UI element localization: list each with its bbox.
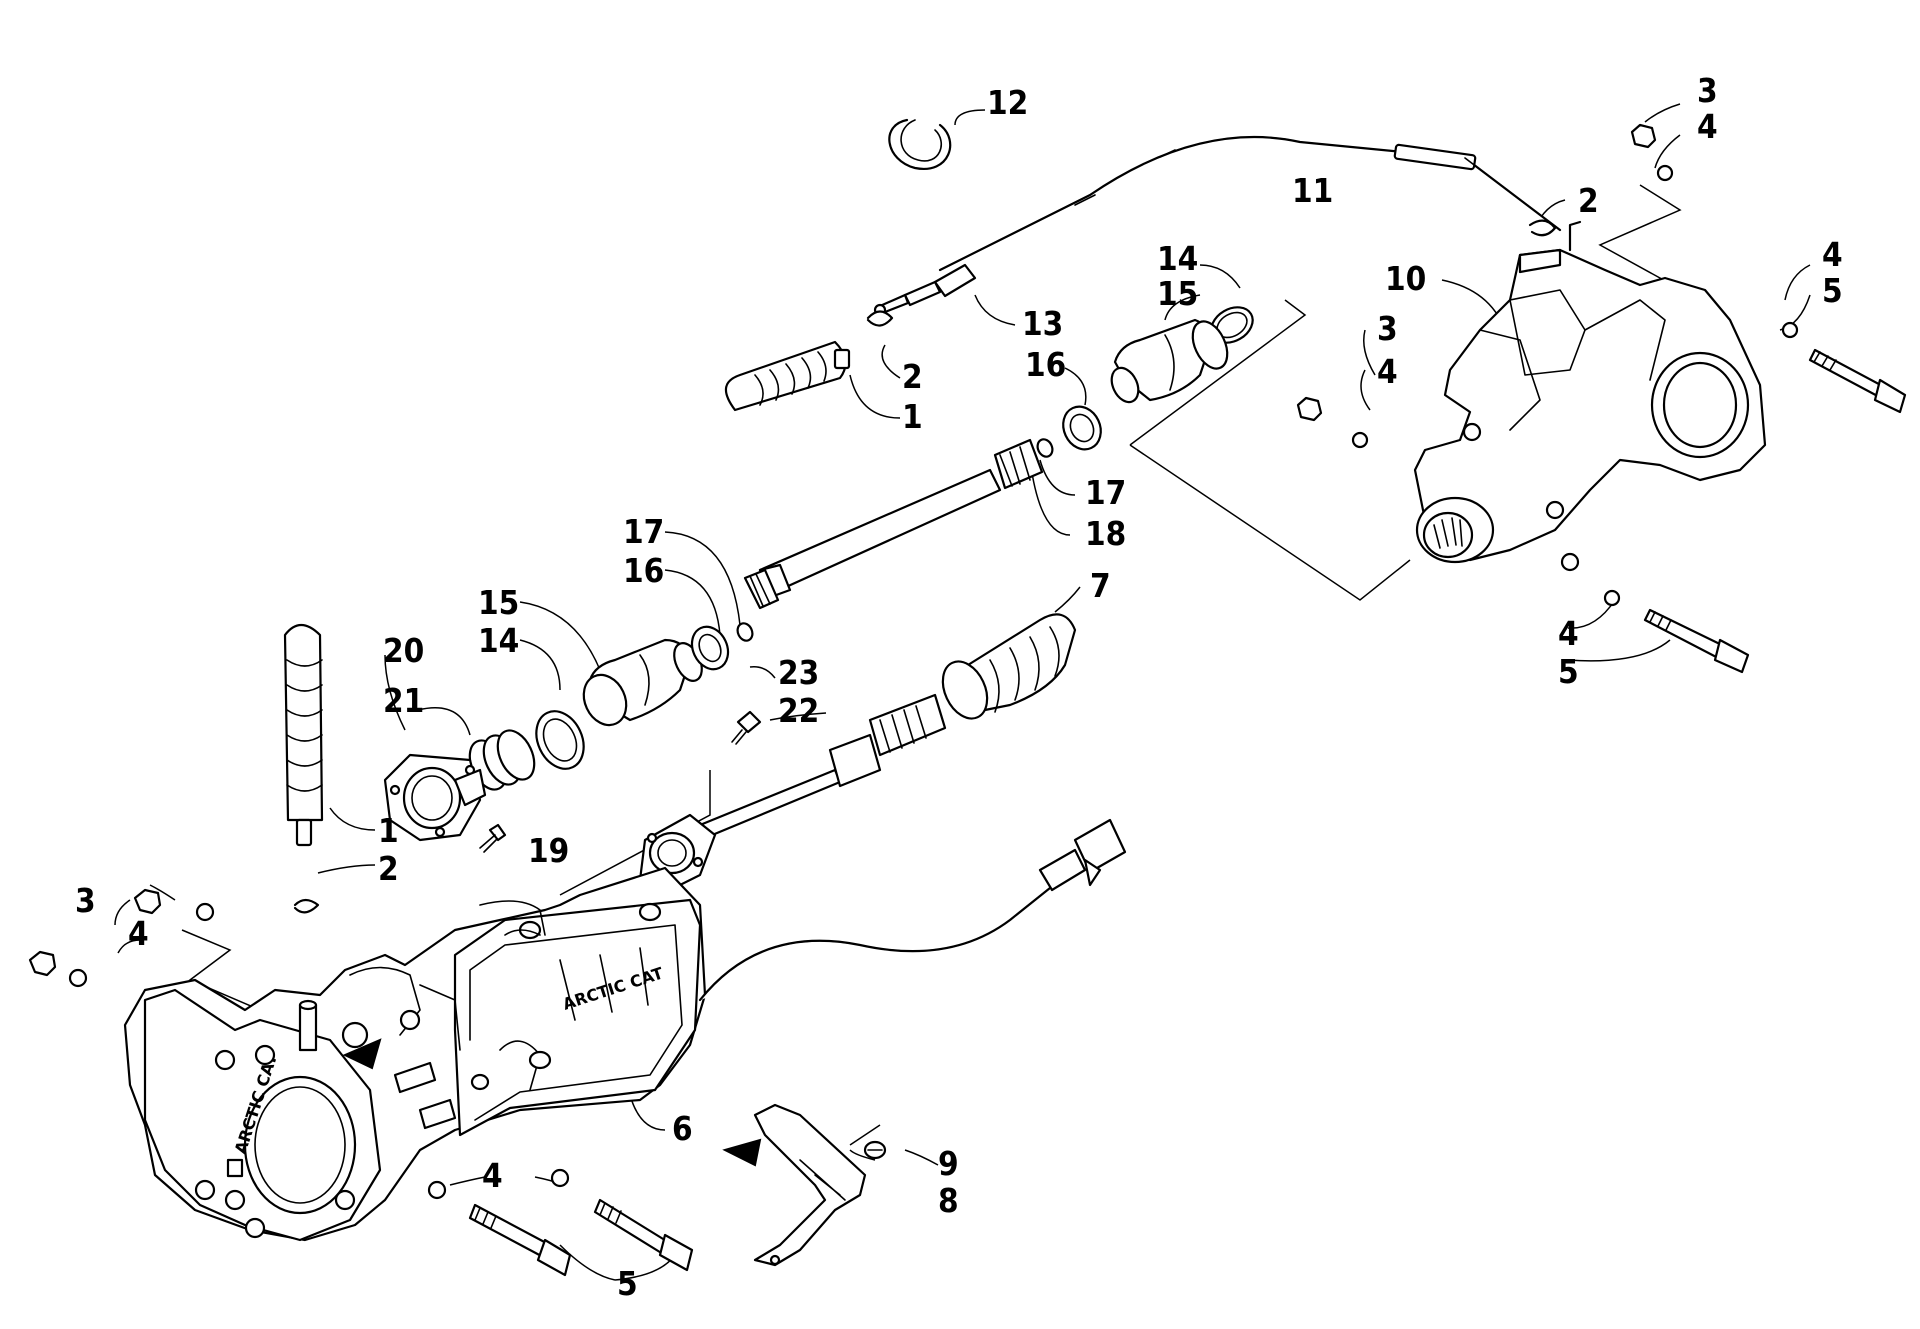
ring-16-lower <box>690 625 730 671</box>
clip-2-lower <box>293 898 320 914</box>
callout-17: 17 <box>1085 473 1126 512</box>
callout-5: 5 <box>617 1264 638 1303</box>
callout-7: 7 <box>1090 566 1111 605</box>
callout-4: 4 <box>1697 107 1718 146</box>
callout-3: 3 <box>1377 309 1398 348</box>
callout-4: 4 <box>1558 614 1579 653</box>
bolt-5-lower-left <box>468 1203 572 1277</box>
spacer-17-lower <box>736 622 754 642</box>
nuts-washers-upper <box>1296 123 1799 607</box>
callout-15: 15 <box>478 583 519 622</box>
clip-2-upper <box>866 219 1557 327</box>
bolt-5-upper-lower <box>1643 608 1750 674</box>
callout-19: 19 <box>528 831 569 870</box>
callout-2: 2 <box>902 357 923 396</box>
callout-1: 1 <box>378 811 399 850</box>
callout-6: 6 <box>672 1109 693 1148</box>
callout-13: 13 <box>1022 304 1063 343</box>
callout-11: 11 <box>1292 171 1333 210</box>
screw-9 <box>863 1140 887 1160</box>
clamp-14-lower <box>535 710 585 770</box>
bolt-5-upper-right <box>1808 348 1907 414</box>
callout-14: 14 <box>1157 239 1198 278</box>
callout-17: 17 <box>623 512 664 551</box>
callout-22: 22 <box>778 691 819 730</box>
callout-18: 18 <box>1085 514 1126 553</box>
transfer-case-10 <box>1413 220 1767 572</box>
boot-15-upper <box>1110 318 1229 404</box>
callout-10: 10 <box>1385 259 1426 298</box>
callout-3: 3 <box>75 881 96 920</box>
boot-1-upper <box>724 340 851 412</box>
bracket-8 <box>722 1103 867 1267</box>
callout-labels: 12 11 3 4 2 14 15 10 4 5 13 2 1 16 3 4 1… <box>75 71 1843 1303</box>
callout-4: 4 <box>128 914 149 953</box>
callout-16: 16 <box>623 551 664 590</box>
boot-1-lower <box>283 623 324 847</box>
callout-23: 23 <box>778 653 819 692</box>
boot-7 <box>941 613 1077 720</box>
callout-12: 12 <box>987 83 1028 122</box>
screw-23 <box>731 710 762 745</box>
callout-14: 14 <box>478 621 519 660</box>
callout-1: 1 <box>902 397 923 436</box>
shift-cable-11 <box>938 135 1562 272</box>
callout-2: 2 <box>1578 181 1599 220</box>
callout-9: 9 <box>938 1144 959 1183</box>
drive-shaft-18 <box>743 438 1044 610</box>
callout-8: 8 <box>938 1181 959 1220</box>
ring-16-upper <box>1062 405 1102 451</box>
callout-4: 4 <box>1377 352 1398 391</box>
callout-3: 3 <box>1697 71 1718 110</box>
wire-harness <box>698 818 1127 1002</box>
callout-2: 2 <box>378 849 399 888</box>
boot-15-lower <box>582 638 703 727</box>
callout-16: 16 <box>1025 345 1066 384</box>
gearcase-housing-6: ARCTIC CAT ARCTIC CAT <box>123 866 707 1242</box>
callout-21: 21 <box>383 681 424 720</box>
callout-5: 5 <box>1558 652 1579 691</box>
callout-5: 5 <box>1822 271 1843 310</box>
spacer-17-upper <box>1036 438 1054 458</box>
flange-20 <box>383 753 487 842</box>
nuts-washers-lower <box>28 888 570 1200</box>
callout-4: 4 <box>1822 235 1843 274</box>
callout-4: 4 <box>482 1156 503 1195</box>
snap-ring-12 <box>888 118 952 170</box>
bolt-5-lower-right <box>593 1198 694 1272</box>
callout-15: 15 <box>1157 274 1198 313</box>
screw-19 <box>479 823 507 853</box>
callout-20: 20 <box>383 631 424 670</box>
cable-end-13 <box>873 263 977 317</box>
